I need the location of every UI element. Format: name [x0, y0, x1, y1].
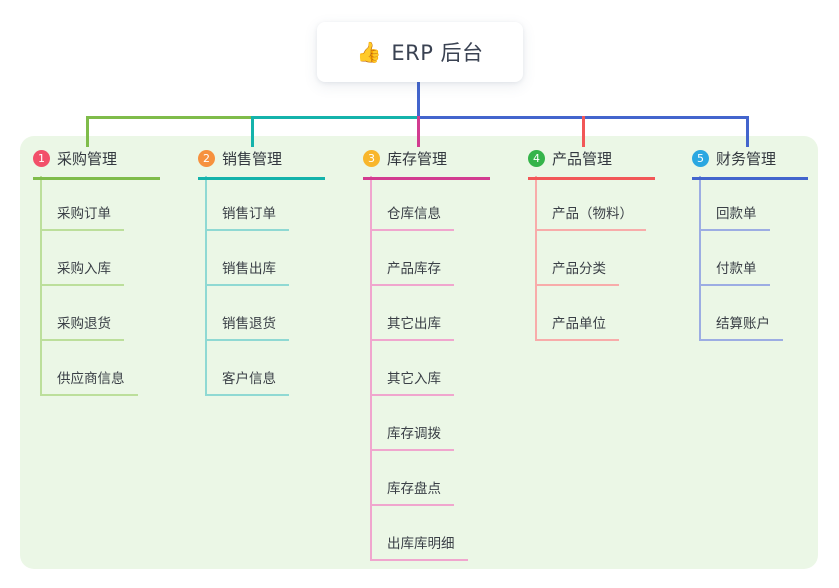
root-stem-connector — [417, 82, 420, 118]
branch-number-badge: 2 — [198, 150, 215, 167]
branch-label: 销售管理 — [222, 150, 283, 168]
child-node[interactable]: 销售出库 — [205, 261, 289, 286]
drop-connector-inventory — [417, 116, 420, 147]
drop-connector-sales — [251, 116, 254, 147]
branch-title-inventory[interactable]: 3 库存管理 — [363, 148, 490, 180]
branches-panel — [20, 136, 818, 569]
child-node[interactable]: 销售退货 — [205, 316, 289, 341]
child-node[interactable]: 其它入库 — [370, 371, 454, 396]
branch-number-badge: 5 — [692, 150, 709, 167]
child-node[interactable]: 仓库信息 — [370, 206, 454, 231]
branch-number-badge: 3 — [363, 150, 380, 167]
trunk-connector-finance — [699, 176, 701, 341]
drop-connector-purchase — [86, 116, 89, 147]
child-node[interactable]: 库存盘点 — [370, 481, 454, 506]
child-node[interactable]: 供应商信息 — [40, 371, 138, 396]
branch-label: 产品管理 — [552, 150, 613, 168]
child-node[interactable]: 销售订单 — [205, 206, 289, 231]
child-node[interactable]: 客户信息 — [205, 371, 289, 396]
trunk-connector-product — [535, 176, 537, 341]
trunk-connector-inventory — [370, 176, 372, 561]
child-node[interactable]: 采购入库 — [40, 261, 124, 286]
child-node[interactable]: 结算账户 — [699, 316, 783, 341]
branch-label: 财务管理 — [716, 150, 777, 168]
child-node[interactable]: 产品单位 — [535, 316, 619, 341]
drop-connector-product — [582, 116, 585, 147]
child-node[interactable]: 产品（物料） — [535, 206, 646, 231]
child-node[interactable]: 回款单 — [699, 206, 770, 231]
branch-number-badge: 4 — [528, 150, 545, 167]
child-node[interactable]: 出库库明细 — [370, 536, 468, 561]
bus-connector-sales — [252, 116, 418, 119]
root-node[interactable]: 👍 ERP 后台 — [317, 22, 523, 82]
thumbs-up-icon: 👍 — [356, 40, 382, 64]
child-node[interactable]: 产品库存 — [370, 261, 454, 286]
trunk-connector-sales — [205, 176, 207, 396]
branch-title-product[interactable]: 4 产品管理 — [528, 148, 655, 180]
child-node[interactable]: 库存调拨 — [370, 426, 454, 451]
branch-label: 库存管理 — [387, 150, 448, 168]
child-node[interactable]: 采购订单 — [40, 206, 124, 231]
branch-title-purchase[interactable]: 1 采购管理 — [33, 148, 160, 180]
branch-number-badge: 1 — [33, 150, 50, 167]
child-node[interactable]: 付款单 — [699, 261, 770, 286]
trunk-connector-purchase — [40, 176, 42, 396]
drop-connector-finance — [746, 116, 749, 147]
bus-connector-purchase — [86, 116, 252, 119]
root-label: ERP 后台 — [391, 41, 484, 65]
branch-title-finance[interactable]: 5 财务管理 — [692, 148, 808, 180]
branch-label: 采购管理 — [57, 150, 118, 168]
branch-title-sales[interactable]: 2 销售管理 — [198, 148, 325, 180]
child-node[interactable]: 其它出库 — [370, 316, 454, 341]
child-node[interactable]: 产品分类 — [535, 261, 619, 286]
child-node[interactable]: 采购退货 — [40, 316, 124, 341]
